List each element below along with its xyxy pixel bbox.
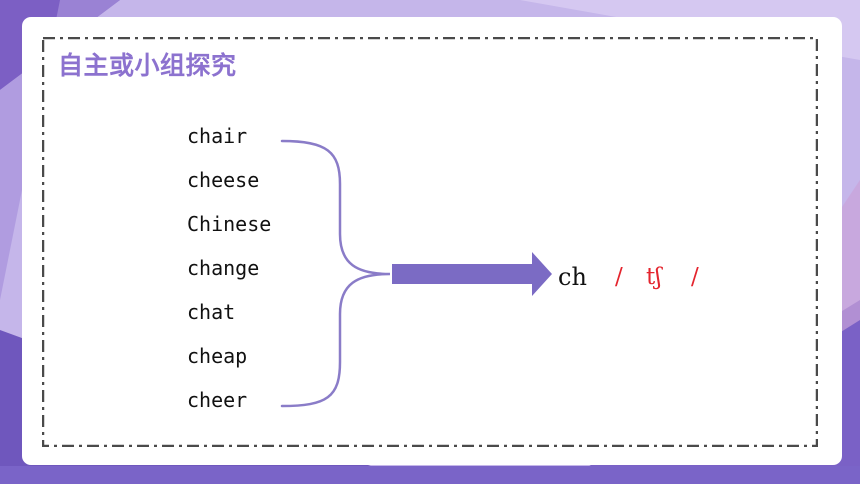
phonetic-slash-close: / xyxy=(691,264,699,290)
brace-arrow-graphic xyxy=(280,139,552,408)
phonetic-symbol: tʃ xyxy=(646,264,662,290)
content-card: 自主或小组探究 chair cheese Chinese change chat… xyxy=(22,17,842,465)
right-arrow xyxy=(392,252,552,296)
phonetic-slash-open: / xyxy=(615,264,623,290)
word-item: cheer xyxy=(187,388,248,412)
word-item: Chinese xyxy=(187,212,272,236)
word-item: chat xyxy=(187,300,236,324)
letter-combination: ch xyxy=(558,263,587,291)
word-item: change xyxy=(187,256,260,280)
curly-brace xyxy=(280,139,391,408)
word-item: cheese xyxy=(187,168,260,192)
word-item: cheap xyxy=(187,344,248,368)
page-title: 自主或小组探究 xyxy=(58,51,237,80)
dashed-frame xyxy=(42,37,818,447)
word-item: chair xyxy=(187,124,248,148)
